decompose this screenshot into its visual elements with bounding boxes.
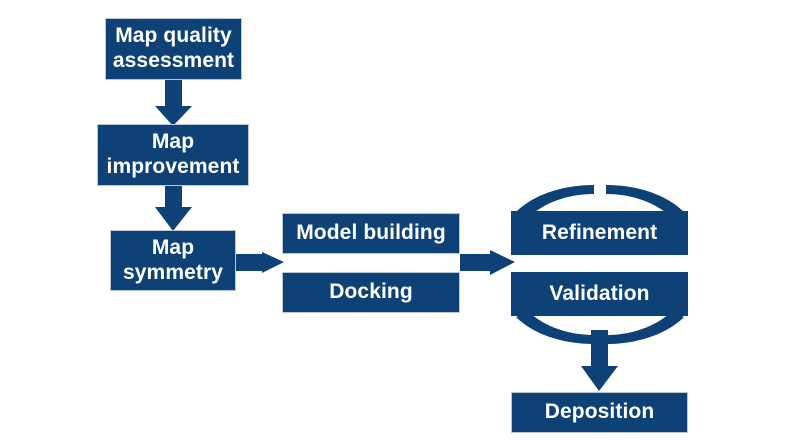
- node-model-building[interactable]: Model building: [282, 213, 460, 254]
- node-map-improvement[interactable]: Map improvement: [97, 124, 249, 186]
- node-map-quality-assessment[interactable]: Map quality assessment: [105, 18, 242, 80]
- node-docking[interactable]: Docking: [282, 272, 460, 313]
- node-map-symmetry[interactable]: Map symmetry: [110, 230, 236, 291]
- arrow-cycle-to-deposition: [581, 330, 618, 391]
- node-validation[interactable]: Validation: [511, 272, 688, 316]
- node-refinement[interactable]: Refinement: [511, 211, 688, 255]
- arrow-building-to-refinement: [460, 250, 515, 275]
- arrow-improvement-to-symmetry: [155, 185, 192, 231]
- cycle-arc-bottom-right: [606, 311, 684, 344]
- cycle-arc-bottom-left: [516, 311, 594, 344]
- cycle-arc-top-left: [516, 185, 594, 218]
- arrow-symmetry-to-building: [236, 252, 284, 273]
- arrow-quality-to-improvement: [155, 80, 192, 126]
- node-deposition[interactable]: Deposition: [511, 392, 688, 433]
- cycle-arc-top-right: [606, 185, 684, 218]
